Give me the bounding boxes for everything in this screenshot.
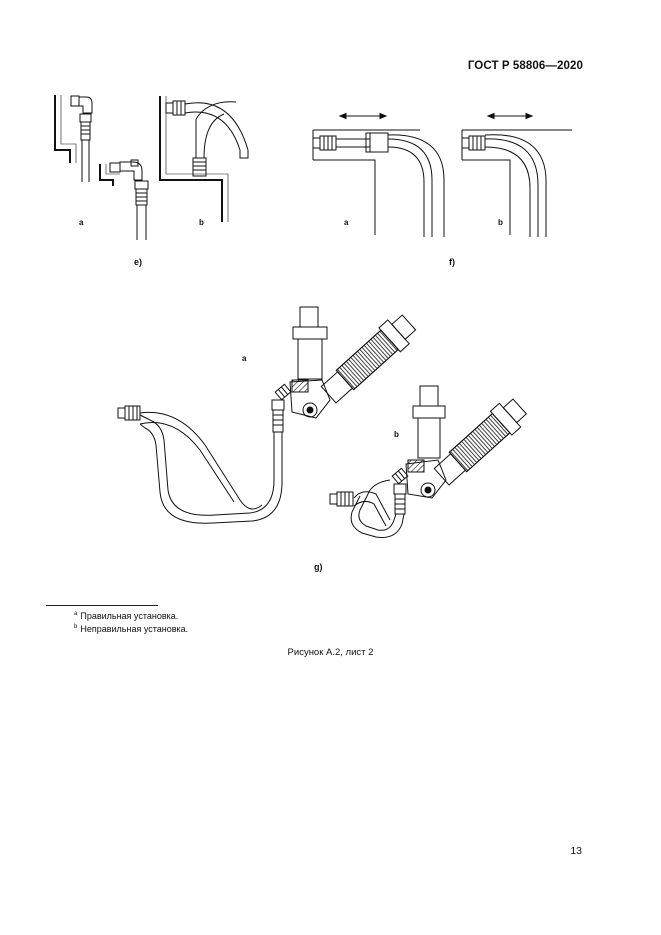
panel-e-label-correct: a (79, 218, 84, 227)
figure-caption: Рисунок А.2, лист 2 (287, 647, 374, 658)
panel-e-label-incorrect: b (199, 218, 204, 227)
panel-g-label-correct: a (242, 354, 247, 363)
panel-g-correct-drawing (117, 306, 417, 524)
panel-f-label-incorrect: b (498, 218, 503, 227)
footnote-text: Правильная установка. (80, 611, 179, 621)
panel-e-incorrect-drawing (159, 96, 249, 222)
panel-e-correct-drawing (54, 95, 149, 240)
document-code: ГОСТ Р 58806—2020 (467, 60, 583, 72)
page-number: 13 (570, 845, 582, 857)
panel-f-label: f) (449, 257, 455, 267)
panel-f-incorrect-drawing (461, 112, 572, 237)
panel-f-correct-drawing (312, 112, 445, 237)
panel-g-label-incorrect: b (394, 430, 399, 439)
footnote-mark: a (74, 611, 78, 617)
panel-g-label: g) (314, 562, 323, 572)
panel-g-incorrect-drawing (329, 385, 528, 538)
footnote-divider (46, 605, 158, 606)
footnote-text: Неправильная установка. (80, 624, 189, 634)
footnote-mark: b (74, 624, 78, 630)
panel-e-label: e) (134, 257, 143, 267)
panel-f-label-correct: a (344, 218, 349, 227)
